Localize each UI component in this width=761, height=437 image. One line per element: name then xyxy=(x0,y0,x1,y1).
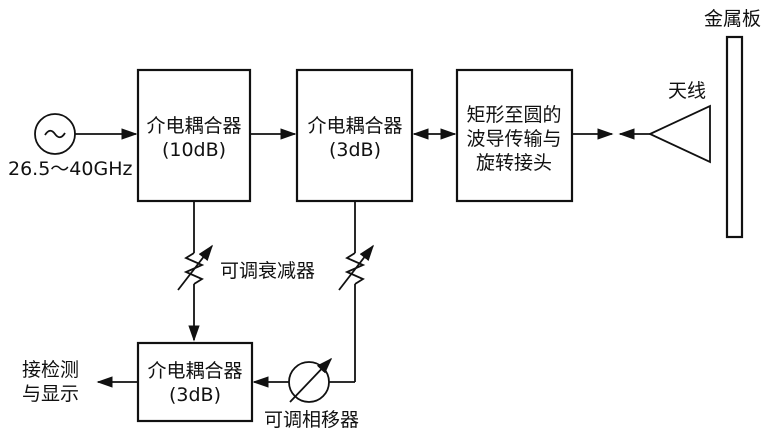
source-frequency-label: 26.5～40GHz xyxy=(8,158,132,180)
adjustable-arrow-icon xyxy=(338,244,374,291)
phase-shifter-arrow-icon xyxy=(289,357,333,403)
coupler-10db-box xyxy=(136,68,252,203)
waveguide-transition: 矩形至圆的 波导传输与 旋转接头 xyxy=(455,68,574,203)
detector-label-line-2: 与显示 xyxy=(22,383,79,405)
antenna: 天线 xyxy=(647,80,711,164)
transition-line-2: 波导传输与 xyxy=(466,128,561,150)
coupler-10db-value: (10dB) xyxy=(162,139,226,161)
detector-label-line-1: 接检测 xyxy=(22,359,79,381)
antenna-label: 天线 xyxy=(668,80,706,102)
signal-source: 26.5～40GHz xyxy=(8,113,132,180)
phase-shifter-label: 可调相移器 xyxy=(264,409,359,431)
attenuator-label: 可调衰减器 xyxy=(220,260,315,282)
waveguide-transition-box xyxy=(455,68,574,203)
adjustable-arrow-icon xyxy=(177,244,213,291)
coupler-10db-name: 介电耦合器 xyxy=(146,115,241,137)
attenuator-left xyxy=(177,244,213,291)
coupler-10db: 介电耦合器 (10dB) xyxy=(136,68,252,203)
coupler-3db-bottom-value: (3dB) xyxy=(169,384,221,406)
sine-wave-icon xyxy=(44,129,66,139)
metal-plate-bar xyxy=(725,35,744,239)
coupler-3db-top-value: (3dB) xyxy=(329,139,381,161)
metal-plate: 金属板 xyxy=(704,8,761,239)
attenuator-right xyxy=(338,244,374,291)
transition-line-1: 矩形至圆的 xyxy=(466,104,561,126)
coupler-3db-bottom-name: 介电耦合器 xyxy=(147,360,242,382)
coupler-3db-bottom-box xyxy=(136,341,254,423)
coupler-3db-top-box xyxy=(295,68,414,203)
transition-line-3: 旋转接头 xyxy=(476,152,552,174)
horn-antenna-icon xyxy=(647,104,711,164)
coupler-3db-top-name: 介电耦合器 xyxy=(307,115,402,137)
coupler-3db-bottom: 介电耦合器 (3dB) xyxy=(136,341,254,423)
phase-shifter: 可调相移器 xyxy=(264,357,359,431)
coupler-3db-top: 介电耦合器 (3dB) xyxy=(295,68,414,203)
metal-plate-label: 金属板 xyxy=(704,8,761,30)
